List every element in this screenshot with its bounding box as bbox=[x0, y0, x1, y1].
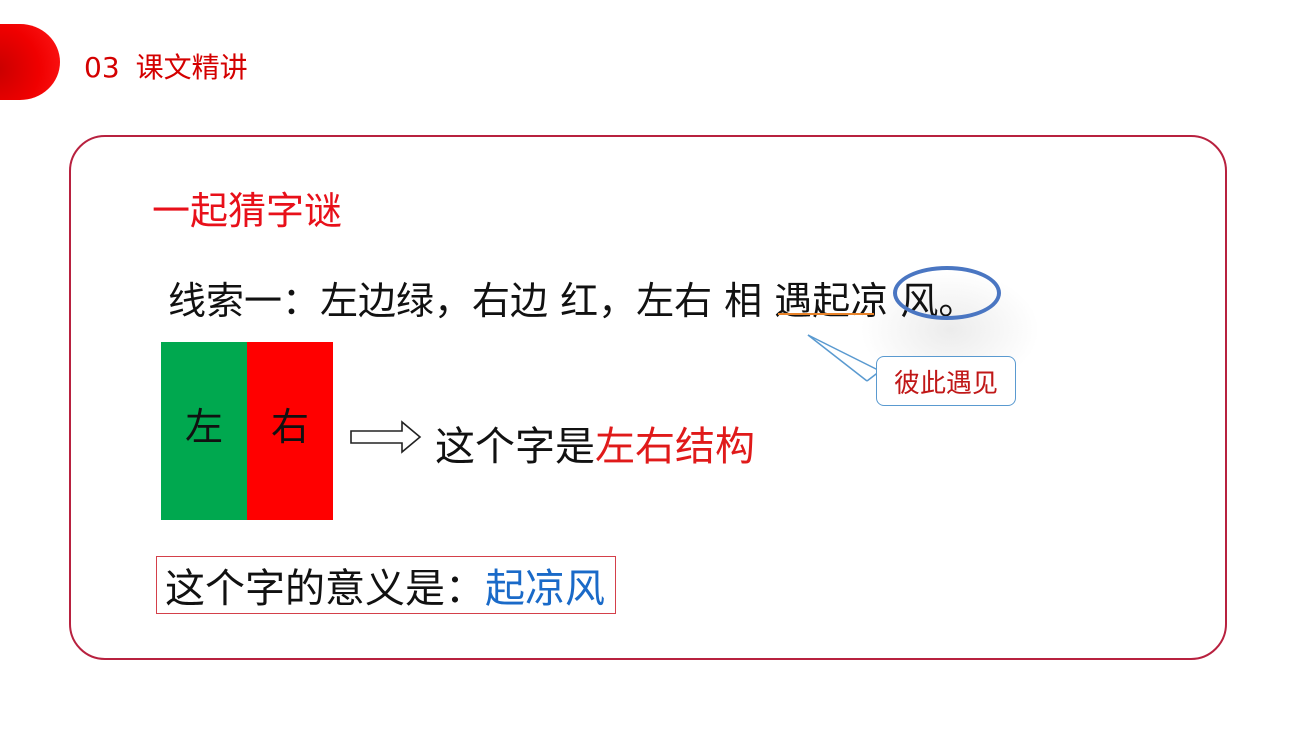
meaning-statement-box: 这个字的意义是：起凉风 bbox=[156, 556, 616, 614]
content-card bbox=[69, 135, 1227, 660]
clue-underline bbox=[778, 313, 874, 315]
clue-highlight-circle bbox=[893, 266, 1001, 320]
section-title: 03 课文精讲 bbox=[84, 46, 248, 86]
structure-statement: 这个字是左右结构 bbox=[435, 414, 755, 472]
section-title-text: 课文精讲 bbox=[135, 51, 248, 84]
hollow-right-arrow-icon bbox=[350, 420, 422, 454]
riddle-clue: 线索一：左边绿，右边 红，左右 相 遇起凉 风。 bbox=[168, 279, 977, 323]
right-part-label: 右 bbox=[270, 404, 309, 449]
riddle-heading: 一起猜字谜 bbox=[152, 189, 343, 233]
right-part-box: 右 bbox=[247, 342, 333, 520]
left-part-box: 左 bbox=[161, 342, 247, 520]
structure-answer: 左右结构 bbox=[595, 424, 755, 470]
meaning-prefix: 这个字的意义是： bbox=[165, 566, 485, 612]
callout-bubble: 彼此遇见 bbox=[876, 356, 1016, 406]
structure-prefix: 这个字是 bbox=[435, 424, 595, 470]
callout-text: 彼此遇见 bbox=[893, 368, 998, 399]
section-tab-decoration bbox=[0, 24, 60, 100]
section-number: 03 bbox=[84, 51, 120, 84]
meaning-answer: 起凉风 bbox=[485, 566, 605, 612]
left-part-label: 左 bbox=[184, 404, 223, 449]
